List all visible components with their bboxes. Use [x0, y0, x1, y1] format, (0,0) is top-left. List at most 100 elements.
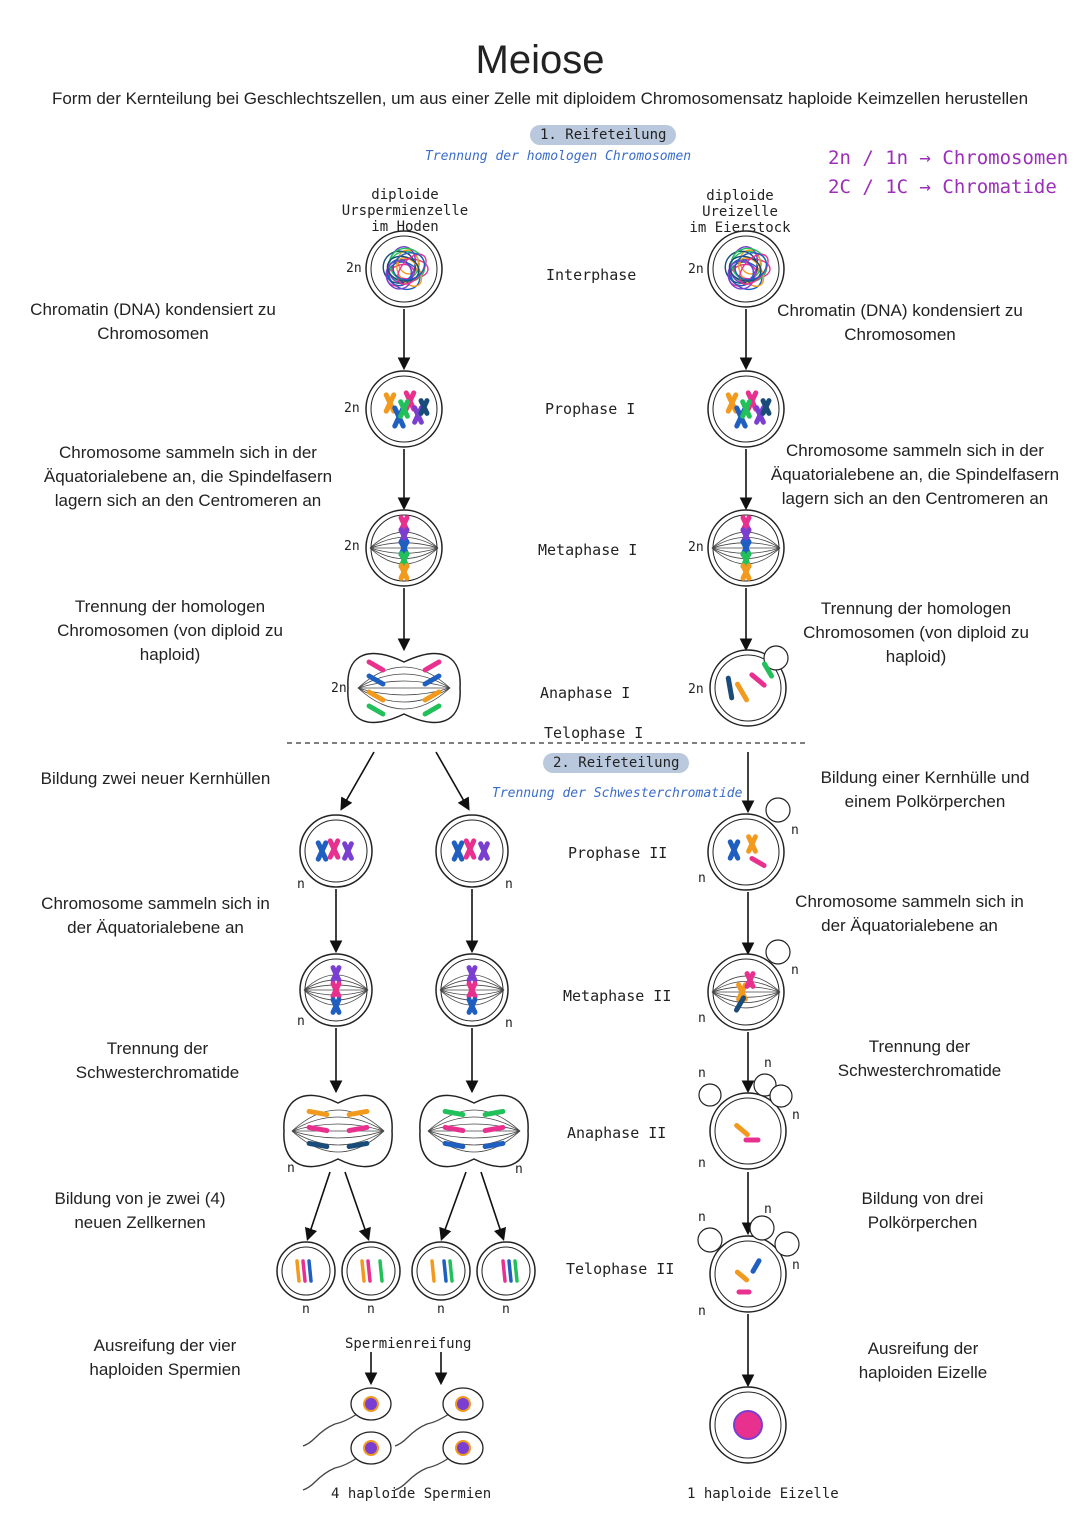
right-desc-egg-maturation: Ausreifung der haploiden Eizelle	[858, 1339, 988, 1382]
page-title: Meiose	[475, 38, 605, 82]
ploidy-marker: n	[515, 1162, 523, 1177]
flagellum	[302, 1457, 358, 1491]
chromatid	[307, 1259, 313, 1283]
spindle-fiber	[291, 1109, 385, 1132]
nuclear-envelope	[714, 1391, 782, 1459]
ploidy-marker: n	[297, 1014, 305, 1029]
metaphase1-cell	[707, 509, 785, 587]
polar-body	[753, 1073, 777, 1097]
chromosome	[749, 856, 767, 868]
division2-label: 2. Reifeteilung	[543, 753, 690, 773]
ploidy-marker: n	[792, 1258, 800, 1273]
chromosome	[422, 689, 442, 703]
chromosome	[330, 981, 342, 999]
chromosome	[366, 673, 386, 687]
chromosome	[749, 672, 767, 688]
egg-cell	[709, 1386, 787, 1464]
chromosome	[306, 1124, 330, 1134]
chromosome	[725, 392, 739, 414]
left-desc-condense: Chromatin (DNA) kondensiert zu Chromosom…	[30, 300, 276, 343]
legend-chromatids: 2C / 1C → Chromatide	[828, 176, 1057, 198]
ploidy-marker: n	[698, 871, 706, 886]
chromosome	[383, 392, 397, 414]
chromosome	[327, 838, 341, 860]
cell-membrane	[365, 230, 443, 308]
cell-membrane	[341, 1241, 401, 1301]
chromosome	[346, 1124, 370, 1134]
cell-membrane	[709, 1092, 787, 1170]
chromosome	[398, 399, 410, 419]
interphase-cell	[365, 230, 443, 308]
arrow	[439, 1171, 467, 1242]
phase-prophase1: Prophase I	[545, 400, 636, 418]
chromosome	[466, 997, 478, 1015]
chromatid	[430, 1259, 436, 1283]
nuclear-envelope	[712, 818, 780, 886]
result-female: 1 haploide Eizelle	[687, 1486, 839, 1502]
spindle-fiber	[711, 991, 781, 1003]
anaphase2-cell	[419, 1094, 529, 1168]
cell-membrane	[476, 1241, 536, 1301]
spindle-fiber	[711, 981, 781, 993]
spermienreifung-label: Spermienreifung	[345, 1336, 472, 1352]
flagellum	[302, 1413, 358, 1447]
ploidy-marker: n	[505, 877, 513, 892]
ploidy-marker: n	[505, 1016, 513, 1031]
nuclear-envelope	[481, 1246, 531, 1296]
chromosome	[740, 563, 752, 581]
nuclear-envelope	[370, 375, 438, 443]
cell-membrane	[709, 1235, 787, 1313]
right-desc-separate-homologs: Trennung der homologen Chromosomen (von …	[803, 599, 1029, 666]
spindle-fiber	[427, 1130, 521, 1153]
chromatid	[448, 1259, 454, 1283]
chromosome	[725, 675, 735, 701]
nucleus	[733, 1410, 763, 1440]
prophase2-cell	[707, 797, 791, 891]
nucleus	[455, 1396, 471, 1412]
anaphase1-cell	[347, 652, 461, 724]
polar-body	[749, 1215, 775, 1241]
telophase2-cell	[697, 1215, 800, 1313]
chromosome	[463, 838, 477, 860]
chromatin	[738, 253, 769, 285]
spindle-fiber	[439, 989, 505, 1001]
nuclear-envelope	[714, 1097, 782, 1165]
left-desc-align2: Chromosome sammeln sich in der Äquatoria…	[41, 894, 270, 937]
spindle-fiber	[291, 1116, 385, 1132]
metaphase2-cell	[707, 939, 791, 1031]
spindle-fiber	[357, 673, 451, 689]
polar-body	[697, 1227, 723, 1253]
right-desc-polar-body: Bildung einer Kernhülle und einem Polkör…	[820, 768, 1030, 811]
nuclear-envelope	[440, 819, 504, 883]
chromosome	[442, 1140, 466, 1150]
nuclear-envelope	[416, 1246, 466, 1296]
interphase-cell	[707, 230, 785, 308]
ploidy-marker: n	[698, 1066, 706, 1081]
female-start-line2: im Eierstock	[689, 220, 791, 236]
chromosome	[727, 839, 741, 861]
ploidy-marker: n	[698, 1210, 706, 1225]
chromatin	[727, 260, 755, 290]
chromosome	[422, 673, 442, 687]
arrow	[304, 1171, 331, 1242]
chromatid	[442, 1259, 448, 1283]
chromosome	[744, 971, 756, 989]
result-male: 4 haploide Spermien	[331, 1486, 492, 1502]
spindle-fiber	[303, 979, 369, 991]
polar-body	[765, 797, 791, 823]
arrow	[340, 751, 375, 811]
polar-body	[765, 939, 791, 965]
arrow	[435, 751, 470, 811]
nuclear-envelope	[370, 235, 438, 303]
ploidy-marker: 2n	[331, 681, 347, 696]
chromatin	[392, 252, 426, 281]
spindle-fiber	[427, 1123, 521, 1132]
ploidy-marker: n	[297, 877, 305, 892]
nucleus	[363, 1440, 379, 1456]
telophase2-cell	[476, 1241, 536, 1301]
chromatid	[366, 1259, 372, 1283]
chromosome	[342, 841, 354, 861]
chromosome	[750, 1258, 762, 1274]
male-start-line2: im Hoden	[371, 219, 439, 235]
nuclear-envelope	[346, 1246, 396, 1296]
